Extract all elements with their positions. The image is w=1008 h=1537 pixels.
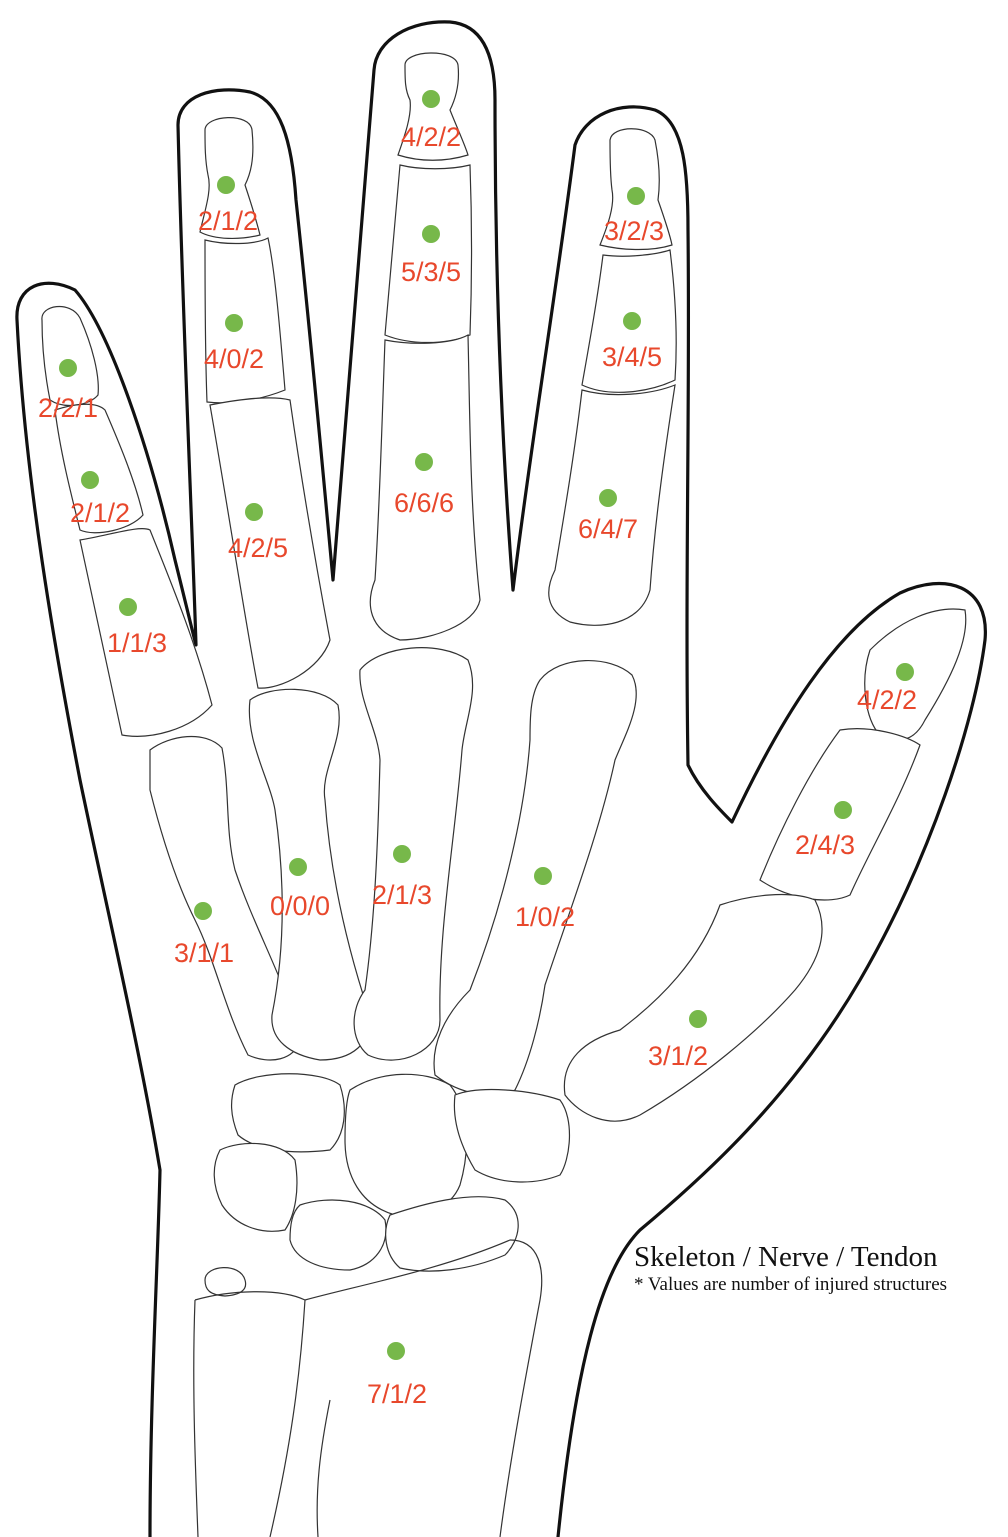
value-label-thumb-proximal: 2/4/3 — [795, 830, 855, 860]
value-label-ring-proximal: 4/2/5 — [228, 533, 288, 563]
value-label-middle-middle: 5/3/5 — [401, 257, 461, 287]
legend-note: * Values are number of injured structure… — [634, 1274, 1008, 1296]
carpal-triquetrum — [214, 1143, 297, 1231]
marker-index-middle — [623, 312, 641, 330]
marker-index-proximal — [599, 489, 617, 507]
carpal-trapezoid — [454, 1090, 569, 1182]
middle-middle-phalanx — [385, 165, 472, 343]
value-label-thumb-distal: 4/2/2 — [857, 685, 917, 715]
little-distal-phalanx — [42, 306, 98, 405]
legend: Skeleton / Nerve / Tendon * Values are n… — [634, 1240, 1008, 1296]
ulna-outline — [194, 1292, 305, 1537]
value-label-little-proximal: 1/1/3 — [107, 628, 167, 658]
thumb-distal-phalanx — [865, 609, 966, 740]
value-label-index-distal: 3/2/3 — [604, 216, 664, 246]
value-label-metacarpal-5: 3/1/1 — [174, 938, 234, 968]
marker-little-distal — [59, 359, 77, 377]
marker-middle-middle — [422, 225, 440, 243]
value-label-metacarpal-1: 3/1/2 — [648, 1041, 708, 1071]
marker-middle-distal — [422, 90, 440, 108]
legend-title: Skeleton / Nerve / Tendon — [634, 1240, 1008, 1274]
metacarpal-3-bone — [354, 648, 472, 1060]
marker-metacarpal-4 — [289, 858, 307, 876]
marker-metacarpal-1 — [689, 1010, 707, 1028]
value-label-ring-middle: 4/0/2 — [204, 344, 264, 374]
value-label-wrist-radius: 7/1/2 — [367, 1379, 427, 1409]
value-label-index-proximal: 6/4/7 — [578, 514, 638, 544]
marker-thumb-distal — [896, 663, 914, 681]
marker-little-proximal — [119, 598, 137, 616]
value-label-metacarpal-4: 0/0/0 — [270, 891, 330, 921]
marker-little-middle — [81, 471, 99, 489]
value-label-middle-distal: 4/2/2 — [401, 122, 461, 152]
value-label-little-middle: 2/1/2 — [70, 498, 130, 528]
carpal-capitate — [345, 1074, 467, 1216]
value-label-middle-proximal: 6/6/6 — [394, 488, 454, 518]
carpal-hamate — [232, 1074, 345, 1152]
marker-thumb-proximal — [834, 801, 852, 819]
marker-metacarpal-5 — [194, 902, 212, 920]
marker-ring-middle — [225, 314, 243, 332]
marker-metacarpal-2 — [534, 867, 552, 885]
marker-index-distal — [627, 187, 645, 205]
carpal-lunate — [290, 1200, 386, 1270]
marker-ring-proximal — [245, 503, 263, 521]
value-label-index-middle: 3/4/5 — [602, 342, 662, 372]
marker-wrist-radius — [387, 1342, 405, 1360]
value-label-metacarpal-3: 2/1/3 — [372, 880, 432, 910]
marker-metacarpal-3 — [393, 845, 411, 863]
marker-ring-distal — [217, 176, 235, 194]
value-label-little-distal: 2/2/1 — [38, 393, 98, 423]
marker-middle-proximal — [415, 453, 433, 471]
ring-middle-phalanx — [205, 238, 285, 403]
value-label-metacarpal-2: 1/0/2 — [515, 902, 575, 932]
value-label-ring-distal: 2/1/2 — [198, 206, 258, 236]
